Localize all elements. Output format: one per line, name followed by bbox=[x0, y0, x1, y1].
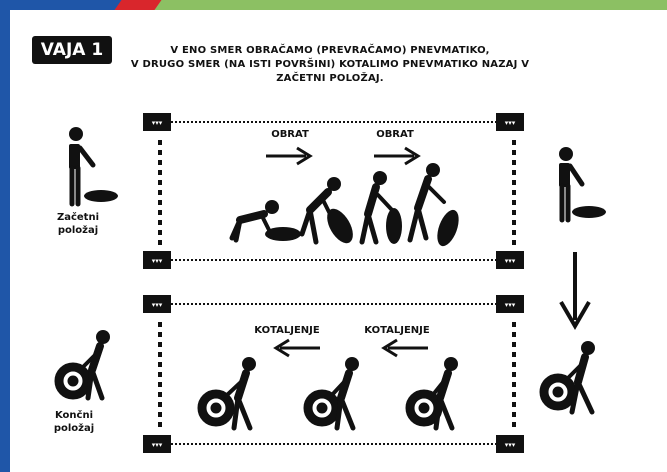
flipping-person-icon bbox=[407, 163, 459, 247]
rolling-person-icon bbox=[405, 357, 458, 431]
top-bar-blue bbox=[0, 0, 150, 10]
crouching-person-icon bbox=[229, 200, 301, 243]
rolling-person-icon bbox=[197, 357, 256, 431]
corner-marker bbox=[143, 113, 171, 131]
corner-marker bbox=[143, 251, 171, 269]
corner-marker bbox=[496, 251, 524, 269]
flip-label: OBRAT bbox=[271, 129, 309, 140]
pushing-person-icon bbox=[359, 171, 402, 245]
top-color-bar bbox=[0, 0, 667, 10]
lifting-person-icon bbox=[299, 177, 353, 245]
roll-label: KOTALJENJE bbox=[254, 325, 320, 336]
corner-marker bbox=[496, 113, 524, 131]
top-section bbox=[69, 113, 606, 269]
end-label-line1: Končni bbox=[54, 410, 94, 421]
flip-arrow bbox=[374, 146, 421, 166]
start-position-label: Začetni položaj bbox=[48, 211, 108, 237]
title-line-2: V DRUGO SMER (NA ISTI POVRŠINI) KOTALIMO… bbox=[130, 59, 530, 70]
corner-marker bbox=[143, 435, 171, 453]
corner-marker bbox=[143, 295, 171, 313]
roll-arrow bbox=[381, 338, 428, 358]
start-label-line2: položaj bbox=[57, 225, 99, 236]
corner-marker bbox=[496, 435, 524, 453]
corner-marker bbox=[496, 295, 524, 313]
rolling-person-icon bbox=[539, 341, 595, 415]
exercise-badge: VAJA 1 bbox=[32, 36, 112, 64]
roll-arrow bbox=[273, 338, 320, 358]
standing-person-icon bbox=[559, 147, 606, 223]
flip-label: OBRAT bbox=[376, 129, 414, 140]
end-position-label: Končni položaj bbox=[44, 409, 104, 435]
end-label-line2: položaj bbox=[53, 423, 95, 434]
title-line-1: V ENO SMER OBRAČAMO (PREVRAČAMO) PNEVMAT… bbox=[170, 45, 490, 56]
roll-label: KOTALJENJE bbox=[364, 325, 430, 336]
standing-person-icon bbox=[69, 127, 118, 207]
title-line-3: ZAČETNI POLOŽAJ. bbox=[276, 73, 384, 84]
bottom-section bbox=[54, 295, 595, 453]
left-blue-stripe bbox=[0, 10, 10, 472]
top-bar-green bbox=[150, 0, 667, 10]
rolling-person-icon bbox=[303, 357, 359, 431]
flip-arrow bbox=[266, 146, 313, 166]
instruction-title: V ENO SMER OBRAČAMO (PREVRAČAMO) PNEVMAT… bbox=[120, 44, 540, 86]
start-label-line1: Začetni bbox=[56, 212, 100, 223]
rolling-person-icon bbox=[54, 330, 110, 401]
down-arrow-icon bbox=[559, 252, 591, 330]
